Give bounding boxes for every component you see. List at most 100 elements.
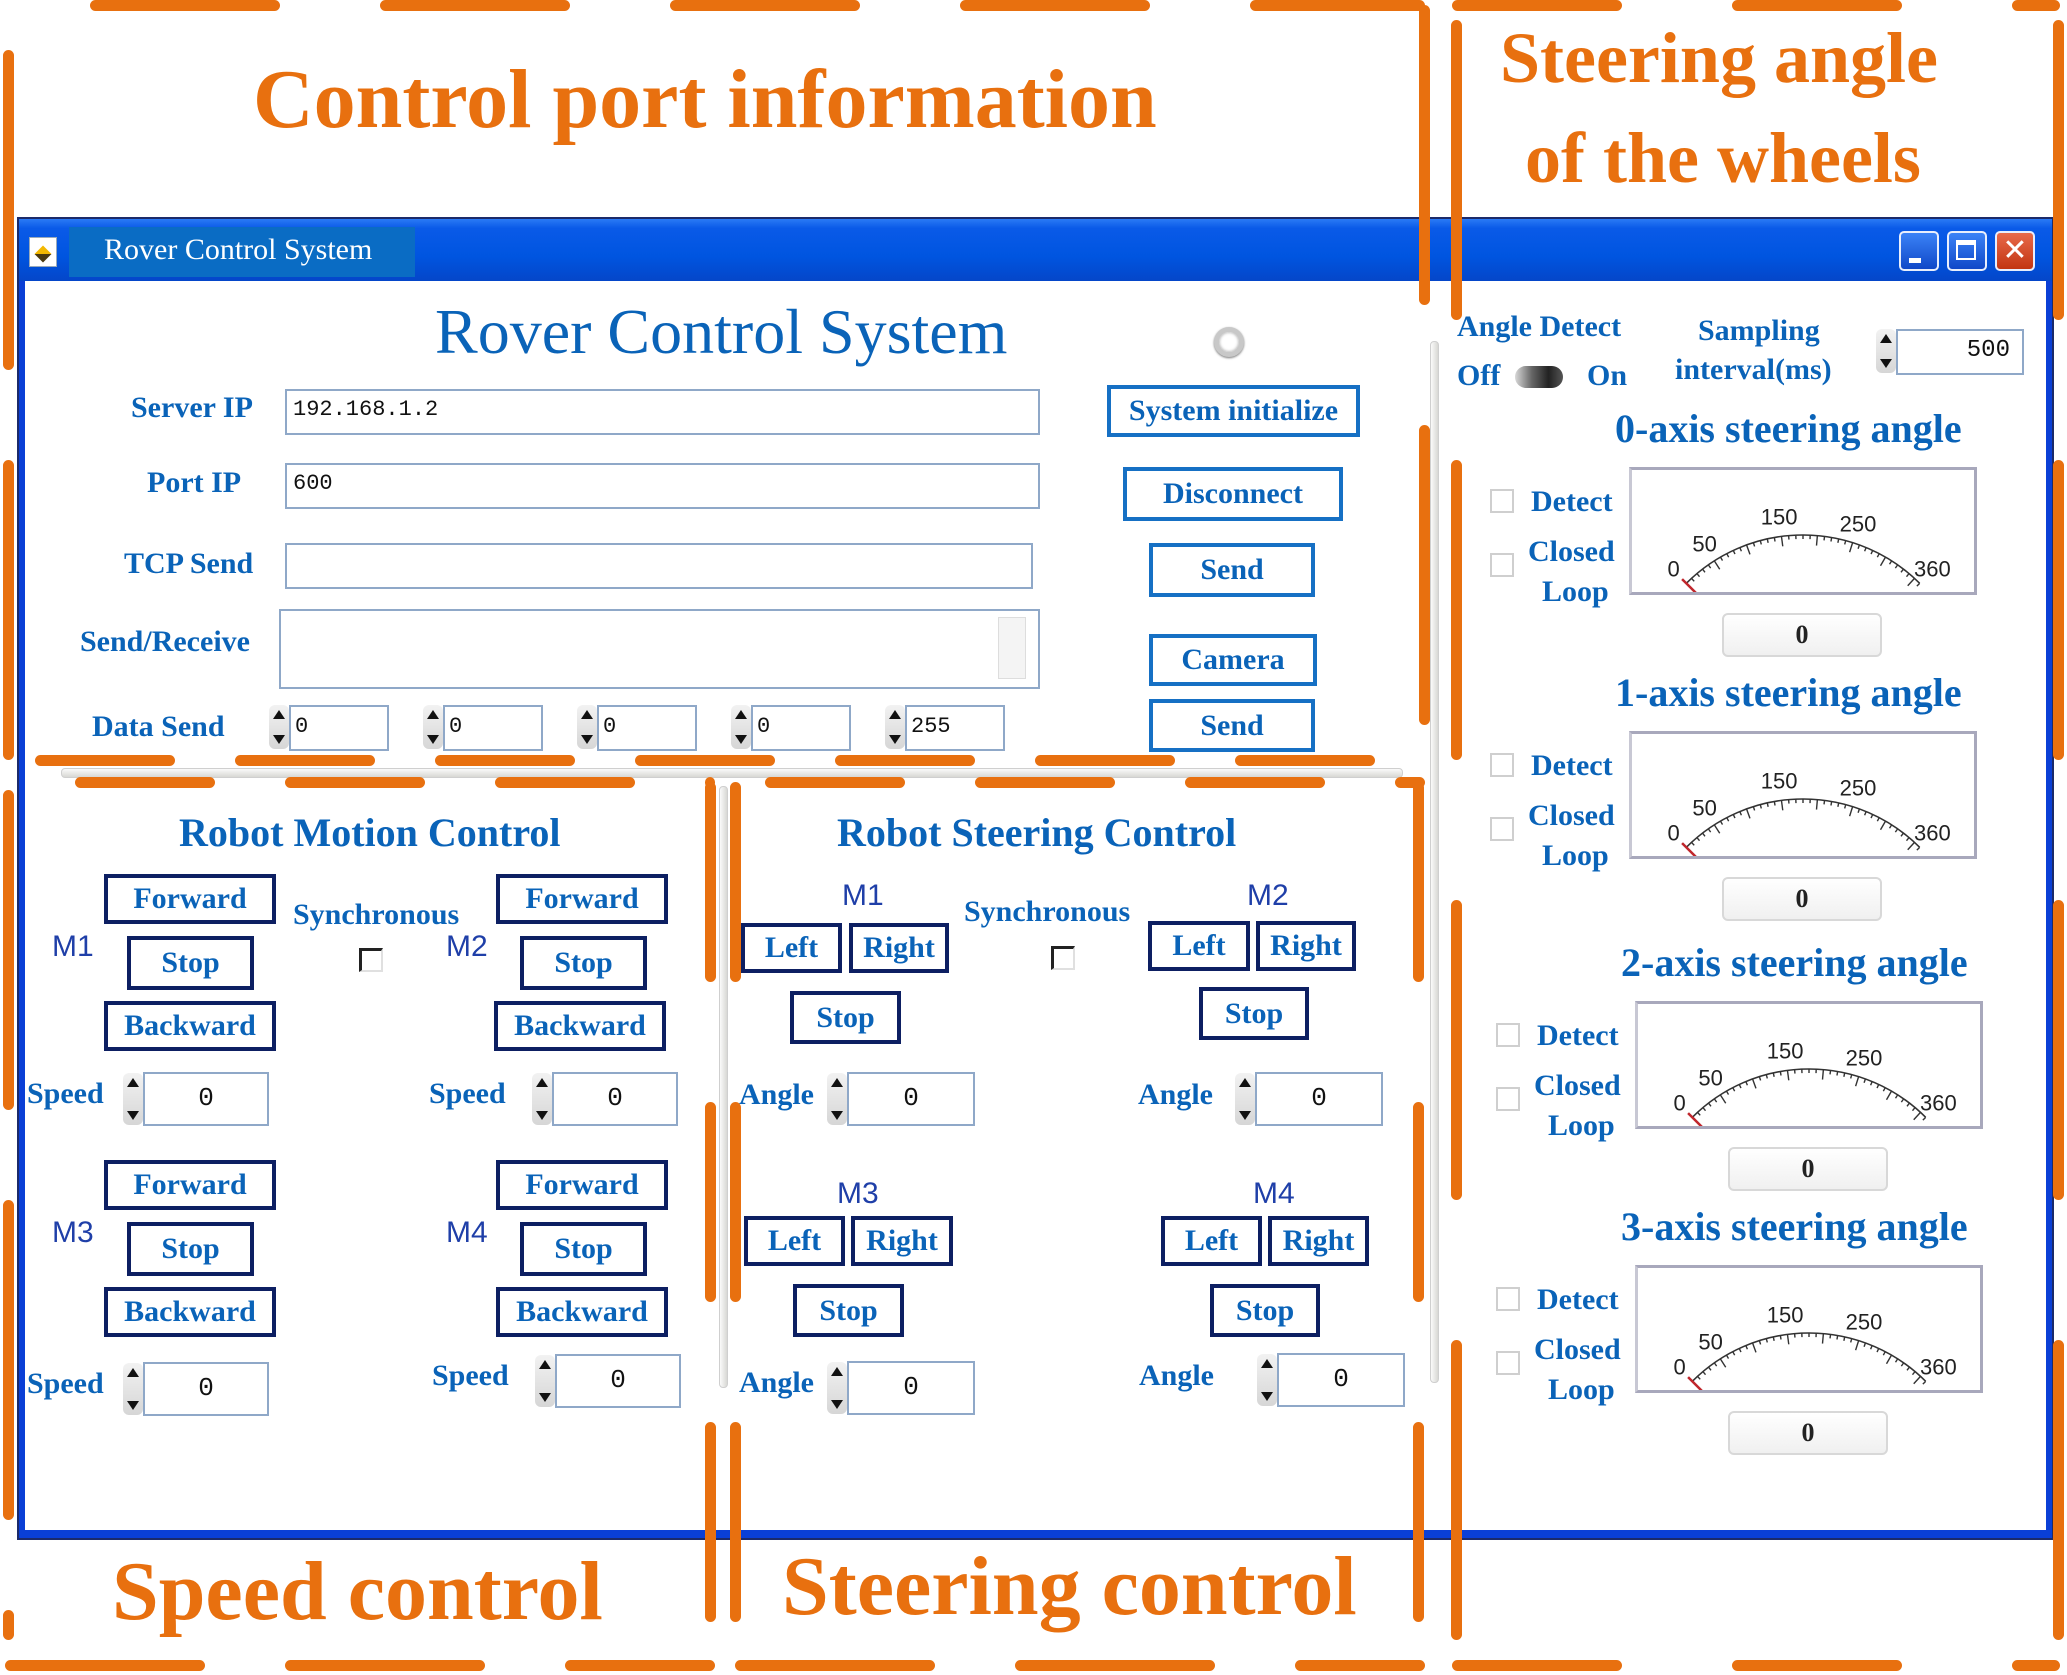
detect-checkbox[interactable]	[1496, 1287, 1520, 1311]
s-m3-left-button[interactable]: Left	[744, 1216, 845, 1266]
gauge-tick	[1702, 1371, 1707, 1376]
data-send-button[interactable]: Send	[1149, 699, 1315, 752]
s-m3-angle-spinner[interactable]	[827, 1362, 847, 1414]
angle-detect-on-label: On	[1587, 359, 1628, 392]
closed-loop-checkbox[interactable]	[1490, 553, 1514, 577]
data-send-spinner-3[interactable]	[577, 705, 597, 749]
gauge-tick	[1701, 832, 1706, 837]
s-m4-right-button[interactable]: Right	[1268, 1216, 1369, 1266]
title-bar[interactable]: Rover Control System ✕	[19, 219, 2052, 281]
gauge-tick	[1766, 538, 1769, 543]
angle-detect-label: Angle Detect	[1457, 310, 1622, 343]
gauge-tick	[1745, 1345, 1749, 1350]
annotation-dash	[1413, 782, 1424, 982]
m2-speed-field[interactable]: 0	[552, 1072, 678, 1126]
maximize-button[interactable]	[1947, 231, 1987, 271]
gauge-label: 250	[1840, 511, 1877, 536]
s-m2-right-button[interactable]: Right	[1256, 921, 1356, 971]
m3-speed-field[interactable]: 0	[143, 1362, 269, 1416]
s-m2-left-button[interactable]: Left	[1148, 921, 1250, 971]
gauge-needle	[1687, 1376, 1703, 1390]
m3-stop-button[interactable]: Stop	[127, 1222, 254, 1276]
m4-speed-spinner[interactable]	[535, 1355, 555, 1407]
sampling-interval-field[interactable]: 500	[1896, 329, 2024, 375]
camera-button[interactable]: Camera	[1149, 634, 1317, 686]
annotation-dash	[495, 777, 635, 788]
disconnect-button[interactable]: Disconnect	[1123, 467, 1343, 521]
steering-angle-readout: 0	[1728, 1411, 1888, 1455]
m3-speed-spinner[interactable]	[123, 1363, 143, 1415]
tcp-send-input[interactable]	[285, 543, 1033, 589]
sampling-interval-spinner[interactable]	[1876, 329, 1896, 373]
s-m3-stop-button[interactable]: Stop	[793, 1284, 904, 1337]
detect-checkbox[interactable]	[1496, 1023, 1520, 1047]
m2-speed-spinner[interactable]	[532, 1073, 552, 1125]
m4-speed-field[interactable]: 0	[555, 1354, 681, 1408]
closed-loop-checkbox[interactable]	[1490, 817, 1514, 841]
data-send-field-1[interactable]: 0	[289, 705, 389, 751]
s-m2-angle-spinner[interactable]	[1235, 1073, 1255, 1125]
data-send-field-2[interactable]: 0	[443, 705, 543, 751]
client-area: Rover Control System Server IP 192.168.1…	[25, 281, 2046, 1530]
m1-forward-button[interactable]: Forward	[104, 874, 276, 924]
m1-speed-spinner[interactable]	[123, 1073, 143, 1125]
m4-forward-button[interactable]: Forward	[496, 1160, 668, 1210]
motion-synchronous-checkbox[interactable]	[359, 948, 383, 972]
gauge-tick	[1900, 1098, 1905, 1103]
s-m1-left-button[interactable]: Left	[741, 923, 842, 973]
gauge-label: 150	[1761, 769, 1798, 794]
closed-loop-checkbox[interactable]	[1496, 1351, 1520, 1375]
angle-detect-toggle[interactable]	[1515, 366, 1563, 388]
port-ip-input[interactable]: 600	[285, 463, 1040, 509]
tcp-send-button[interactable]: Send	[1149, 543, 1315, 597]
m3-backward-button[interactable]: Backward	[104, 1287, 276, 1337]
m4-backward-button[interactable]: Backward	[496, 1287, 668, 1337]
data-send-spinner-2[interactable]	[423, 705, 443, 749]
steering-angle-readout: 0	[1722, 877, 1882, 921]
s-m1-angle-spinner[interactable]	[827, 1073, 847, 1125]
s-m2-stop-button[interactable]: Stop	[1199, 987, 1309, 1040]
detect-checkbox[interactable]	[1490, 753, 1514, 777]
gauge-label: 150	[1767, 1039, 1804, 1064]
s-m3-right-button[interactable]: Right	[851, 1216, 953, 1266]
data-send-spinner-1[interactable]	[269, 705, 289, 749]
data-send-field-4[interactable]: 0	[751, 705, 851, 751]
m2-stop-button[interactable]: Stop	[520, 936, 647, 990]
m2-backward-button[interactable]: Backward	[494, 1001, 666, 1051]
closed-loop-checkbox[interactable]	[1496, 1087, 1520, 1111]
m1-stop-button[interactable]: Stop	[127, 936, 254, 990]
system-initialize-button[interactable]: System initialize	[1107, 385, 1360, 437]
send-receive-textarea[interactable]	[279, 609, 1040, 689]
annotation-dash	[2053, 20, 2064, 320]
s-m2-angle-field[interactable]: 0	[1255, 1072, 1383, 1126]
send-receive-scrollbar[interactable]	[998, 617, 1026, 679]
status-led	[1214, 327, 1244, 357]
m1-speed-field[interactable]: 0	[143, 1072, 269, 1126]
data-send-field-3[interactable]: 0	[597, 705, 697, 751]
m4-stop-button[interactable]: Stop	[520, 1222, 647, 1276]
gauge-tick	[1732, 1087, 1736, 1092]
annotation-dash	[1235, 755, 1375, 766]
s-m4-stop-button[interactable]: Stop	[1210, 1284, 1320, 1337]
m3-forward-button[interactable]: Forward	[104, 1160, 276, 1210]
s-m4-angle-field[interactable]: 0	[1277, 1353, 1405, 1407]
minimize-button[interactable]	[1899, 231, 1939, 271]
s-m4-left-button[interactable]: Left	[1161, 1216, 1262, 1266]
data-send-spinner-4[interactable]	[731, 705, 751, 749]
data-send-spinner-5[interactable]	[885, 705, 905, 749]
s-m1-right-button[interactable]: Right	[849, 923, 949, 973]
s-m1-stop-button[interactable]: Stop	[790, 991, 901, 1044]
s-m3-angle-field[interactable]: 0	[847, 1361, 975, 1415]
s-m4-angle-spinner[interactable]	[1257, 1354, 1277, 1406]
m2-forward-button[interactable]: Forward	[496, 874, 668, 924]
close-button[interactable]: ✕	[1995, 231, 2035, 271]
server-ip-input[interactable]: 192.168.1.2	[285, 389, 1040, 435]
steering-synchronous-checkbox[interactable]	[1051, 946, 1075, 970]
m1-backward-button[interactable]: Backward	[104, 1001, 276, 1051]
detect-checkbox[interactable]	[1490, 489, 1514, 513]
annotation-dash	[1035, 755, 1175, 766]
annotation-control-port: Control port information	[253, 53, 1157, 146]
s-m1-angle-field[interactable]: 0	[847, 1072, 975, 1126]
data-send-field-5[interactable]: 255	[905, 705, 1005, 751]
annotation-dash	[1451, 900, 1462, 1200]
